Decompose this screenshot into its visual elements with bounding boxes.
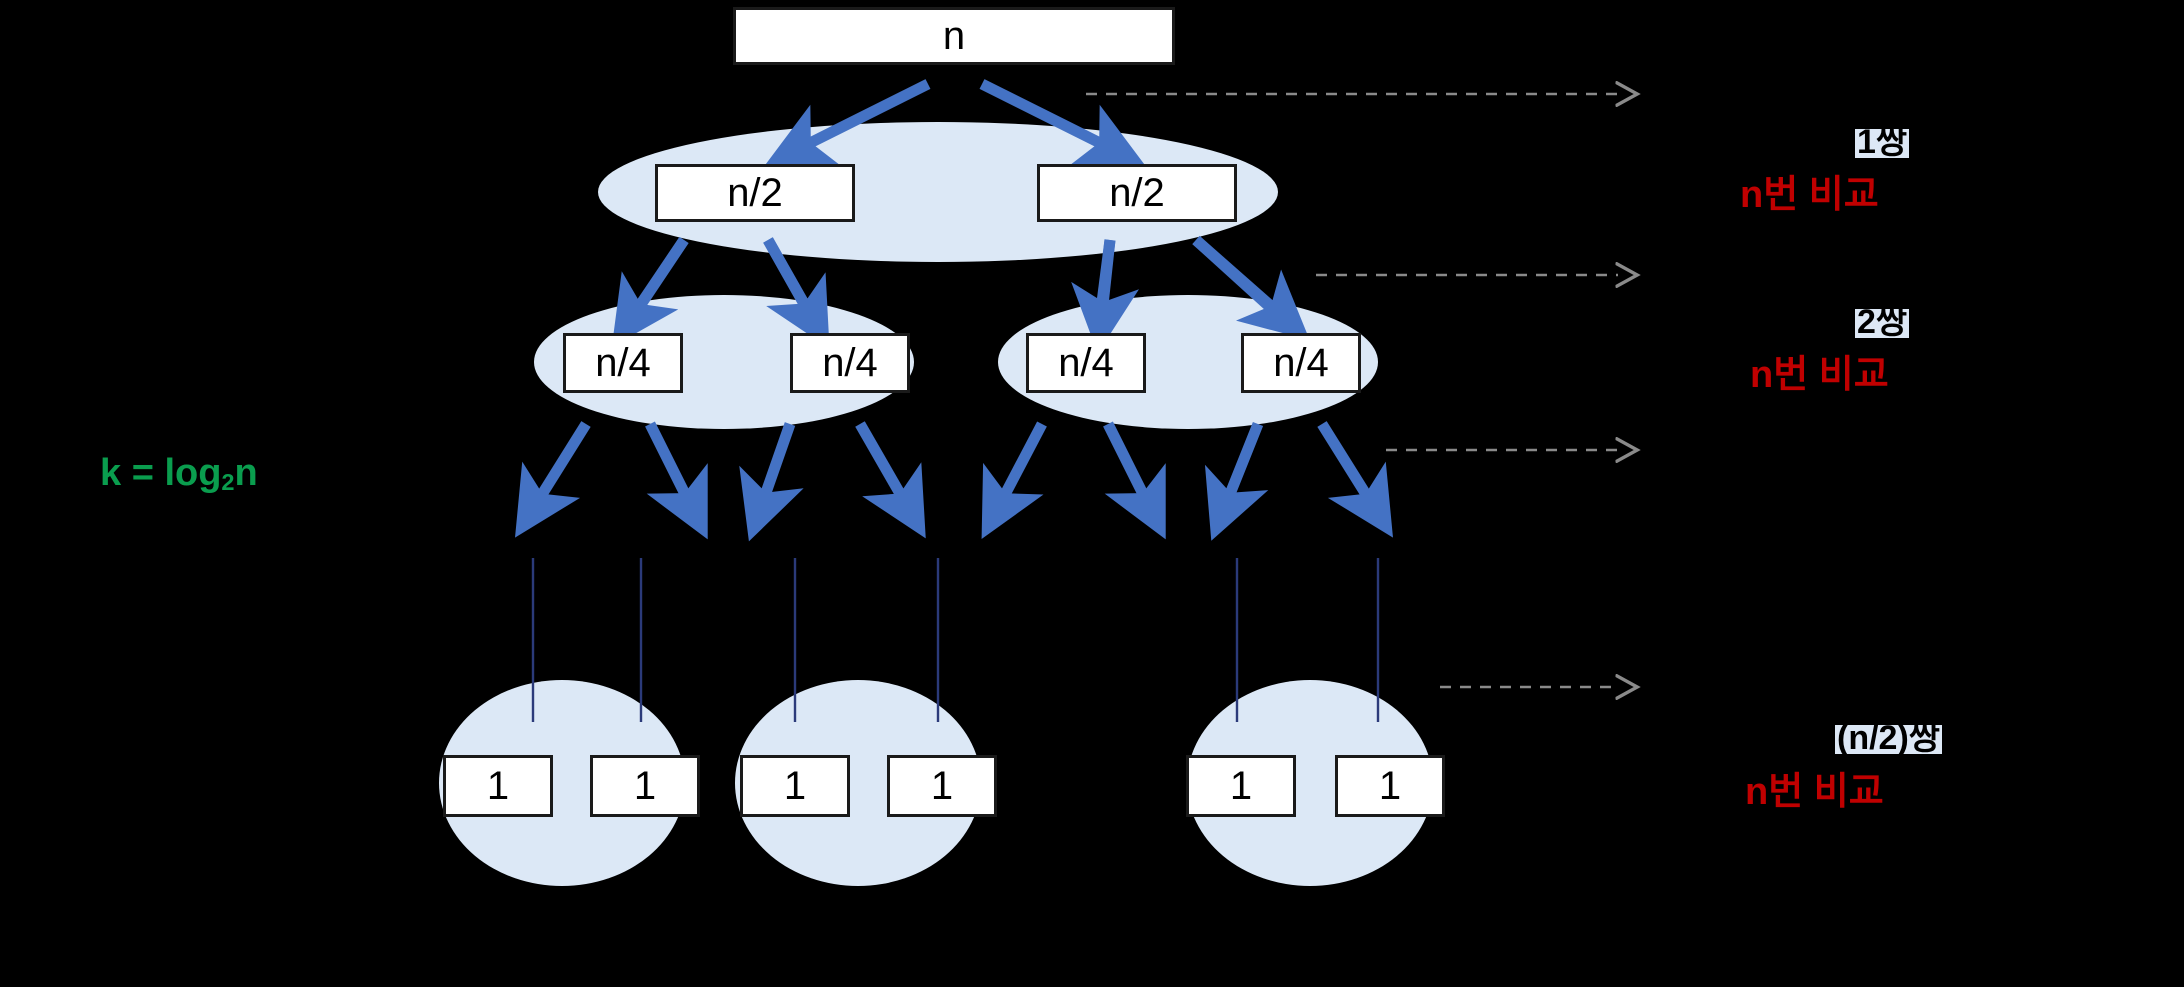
pair-tag-level-1: 2쌍 <box>1855 309 1910 338</box>
level-indicator-arrows <box>1086 94 1618 687</box>
node-leaf-5[interactable]: 1 <box>1186 755 1296 817</box>
node-root[interactable]: n <box>733 7 1175 65</box>
edges-level2-to-leaves <box>515 421 1393 542</box>
pair-tag-level-leaf: (n/2)쌍 <box>1835 725 1943 754</box>
depth-formula-label: k = log2n <box>100 452 258 496</box>
node-quarter-3[interactable]: n/4 <box>1026 333 1146 393</box>
node-half-right[interactable]: n/2 <box>1037 164 1237 222</box>
group-ellipse-leaf-3 <box>1187 680 1433 886</box>
node-half-left[interactable]: n/2 <box>655 164 855 222</box>
depth-formula-subscript: 2 <box>221 469 235 496</box>
node-leaf-1[interactable]: 1 <box>443 755 553 817</box>
comparison-label-level-1: n번 비교 <box>1750 354 1889 396</box>
depth-formula-suffix: n <box>234 452 258 494</box>
node-quarter-1[interactable]: n/4 <box>563 333 683 393</box>
node-leaf-6[interactable]: 1 <box>1335 755 1445 817</box>
pair-tag-level-0: 1쌍 <box>1855 129 1910 158</box>
group-ellipse-leaf-2 <box>735 680 981 886</box>
leaf-connector-lines <box>531 558 1380 722</box>
node-quarter-4[interactable]: n/4 <box>1241 333 1361 393</box>
comparison-label-level-leaf: n번 비교 <box>1745 771 1884 813</box>
comparison-label-level-0: n번 비교 <box>1740 174 1879 216</box>
edges-root-to-level1 <box>764 79 1146 166</box>
node-quarter-2[interactable]: n/4 <box>790 333 910 393</box>
node-leaf-3[interactable]: 1 <box>740 755 850 817</box>
node-leaf-4[interactable]: 1 <box>887 755 997 817</box>
node-leaf-2[interactable]: 1 <box>590 755 700 817</box>
group-ellipse-leaf-1 <box>439 680 685 886</box>
edges-level1-to-level2-heads <box>611 235 1310 354</box>
depth-formula-text: k = log <box>100 452 222 494</box>
